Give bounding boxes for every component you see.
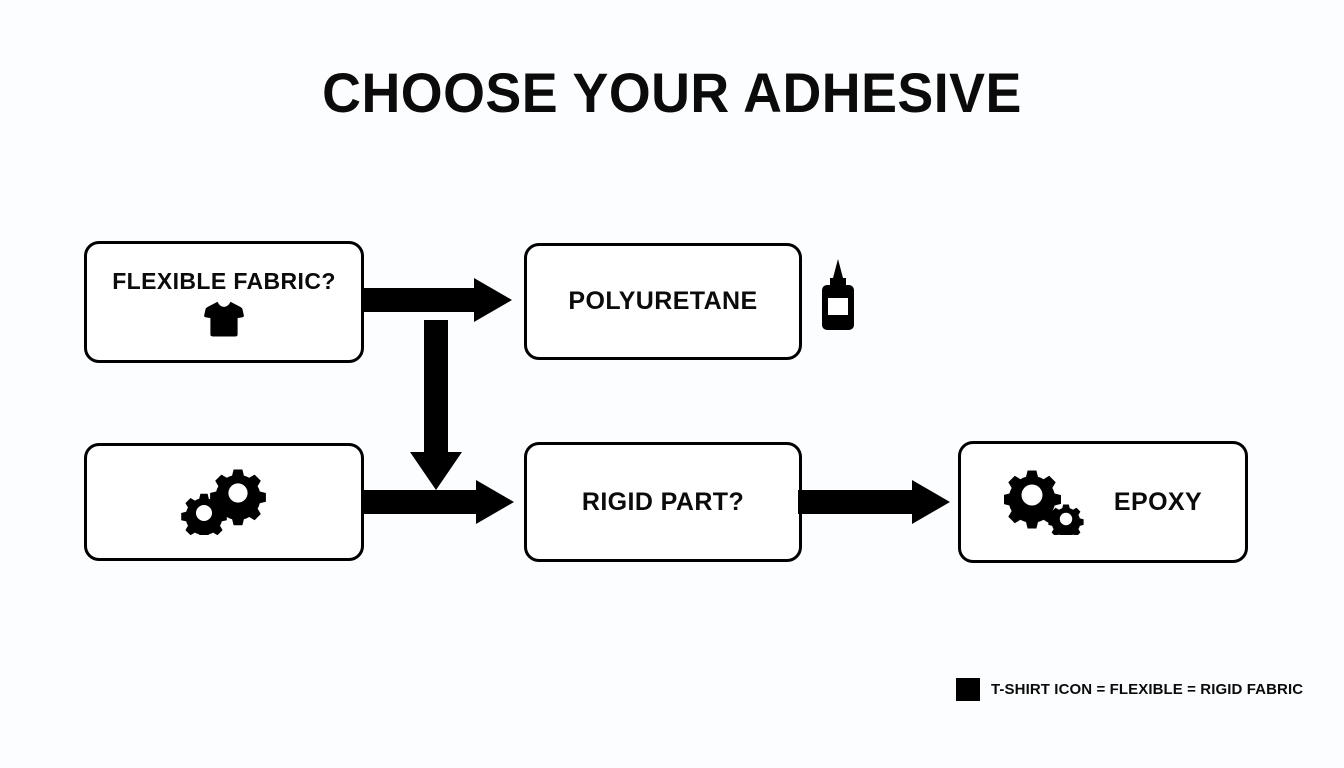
- arrow-gears-to-rigid-part: [362, 480, 514, 524]
- node-flexible-fabric-label: FLEXIBLE FABRIC?: [112, 267, 336, 294]
- node-flexible-fabric[interactable]: FLEXIBLE FABRIC?: [84, 241, 364, 363]
- tshirt-icon: [204, 301, 244, 337]
- arrow-branch-down: [408, 320, 464, 490]
- gears-icon: [1003, 469, 1086, 535]
- legend: T-SHIRT ICON = FLEXIBLE = RIGID FABRIC: [956, 678, 1303, 701]
- node-rigid-part-label: RIGID PART?: [581, 487, 745, 516]
- node-gears[interactable]: [84, 443, 364, 561]
- arrow-fabric-to-polyuretane: [362, 278, 512, 322]
- legend-text: T-SHIRT ICON = FLEXIBLE = RIGID FABRIC: [991, 681, 1304, 698]
- node-epoxy[interactable]: EPOXY: [958, 441, 1248, 563]
- node-polyuretane[interactable]: POLYURETANE: [524, 243, 802, 360]
- legend-swatch: [956, 678, 980, 701]
- gears-icon: [178, 469, 270, 535]
- arrow-rigid-part-to-epoxy: [798, 480, 950, 524]
- glue-bottle-icon: [820, 258, 860, 338]
- node-epoxy-label: EPOXY: [1113, 487, 1203, 516]
- page-title: CHOOSE YOUR ADHESIVE: [322, 61, 1022, 124]
- node-polyuretane-label: POLYURETANE: [568, 287, 758, 315]
- node-rigid-part[interactable]: RIGID PART?: [524, 442, 802, 562]
